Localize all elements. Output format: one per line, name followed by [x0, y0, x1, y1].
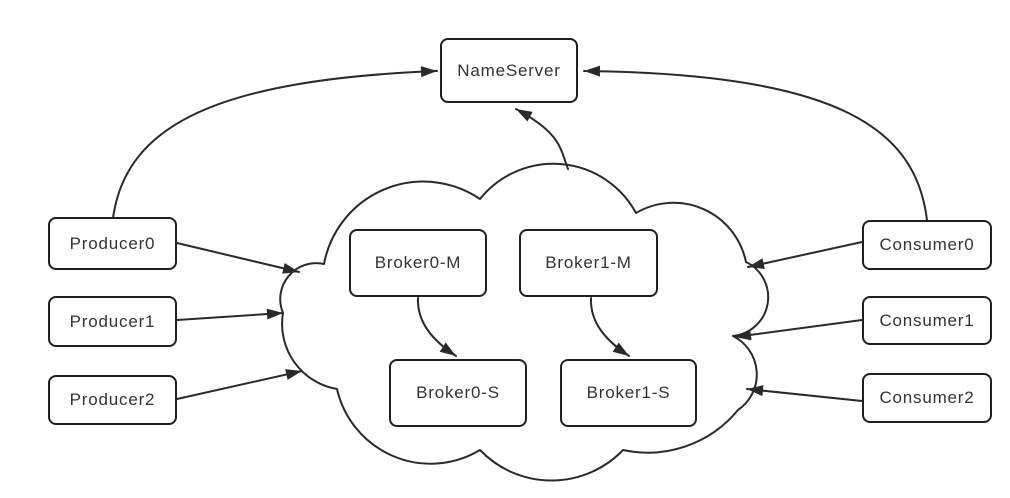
arrow-broker0m-to-broker0s: [416, 297, 457, 357]
node-broker0-master: Broker0-M: [349, 229, 487, 297]
arrow-consumer0-to-cloud: [747, 241, 863, 269]
node-producer0: Producer0: [48, 217, 177, 270]
arrow-producer2-to-cloud: [176, 369, 303, 400]
arrow-cloud-to-nameserver: [515, 108, 569, 170]
arrow-broker1m-to-broker1s: [589, 297, 630, 357]
node-producer2: Producer2: [48, 375, 177, 425]
arrow-consumer1-to-cloud: [734, 319, 863, 341]
arrow-producer0-to-nameserver: [112, 66, 438, 219]
node-consumer2: Consumer2: [862, 373, 992, 423]
arrow-consumer2-to-cloud: [746, 385, 863, 402]
node-producer1-label: Producer1: [69, 311, 156, 331]
node-nameserver-label: NameServer: [457, 60, 561, 80]
broker-cluster-cloud-shape: [279, 162, 770, 482]
node-consumer1-label: Consumer1: [879, 310, 975, 330]
node-broker0-slave-label: Broker0-S: [416, 383, 500, 402]
node-producer1: Producer1: [48, 296, 177, 347]
node-broker1-slave: Broker1-S: [560, 359, 697, 427]
node-consumer0-label: Consumer0: [879, 235, 975, 254]
node-broker0-master-label: Broker0-M: [374, 253, 462, 272]
node-consumer2-label: Consumer2: [879, 388, 975, 407]
arrow-producer1-to-cloud: [176, 308, 284, 321]
node-producer0-label: Producer0: [69, 233, 156, 253]
node-broker1-master: Broker1-M: [519, 229, 658, 297]
node-producer2-label: Producer2: [69, 390, 156, 409]
node-consumer1: Consumer1: [862, 296, 992, 345]
arrow-producer0-to-cloud: [176, 242, 300, 274]
node-broker1-master-label: Broker1-M: [545, 253, 632, 272]
node-consumer0: Consumer0: [862, 220, 992, 270]
node-broker0-slave: Broker0-S: [389, 359, 527, 427]
node-broker1-slave-label: Broker1-S: [586, 383, 671, 402]
arrow-consumer0-to-nameserver: [583, 65, 928, 221]
node-nameserver: NameServer: [440, 38, 578, 103]
